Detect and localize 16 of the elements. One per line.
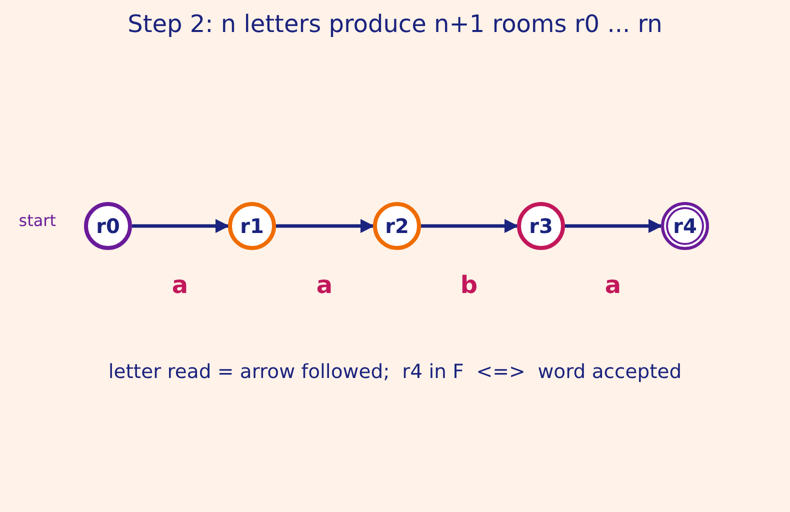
arrow (565, 219, 662, 233)
state-circle: r1 (228, 202, 276, 250)
note-text: letter read = arrow followed; r4 in F <=> word accepted (107, 360, 683, 383)
arrow (276, 219, 374, 233)
accepting-state-circle: r4 (661, 202, 709, 250)
state-circle: r0 (84, 202, 132, 250)
edge-label: a (604, 271, 622, 299)
arrow (421, 219, 518, 233)
edge-label: a (316, 271, 333, 299)
arrow (132, 219, 230, 233)
edge-label: a (172, 271, 188, 299)
state-circle: r3 (517, 202, 565, 250)
edge-label: b (460, 271, 478, 299)
diagram-title: Step 2: n letters produce n+1 rooms r0 ... rn (126, 10, 664, 38)
state-circle: r2 (373, 202, 421, 250)
start-label: start (18, 211, 56, 230)
